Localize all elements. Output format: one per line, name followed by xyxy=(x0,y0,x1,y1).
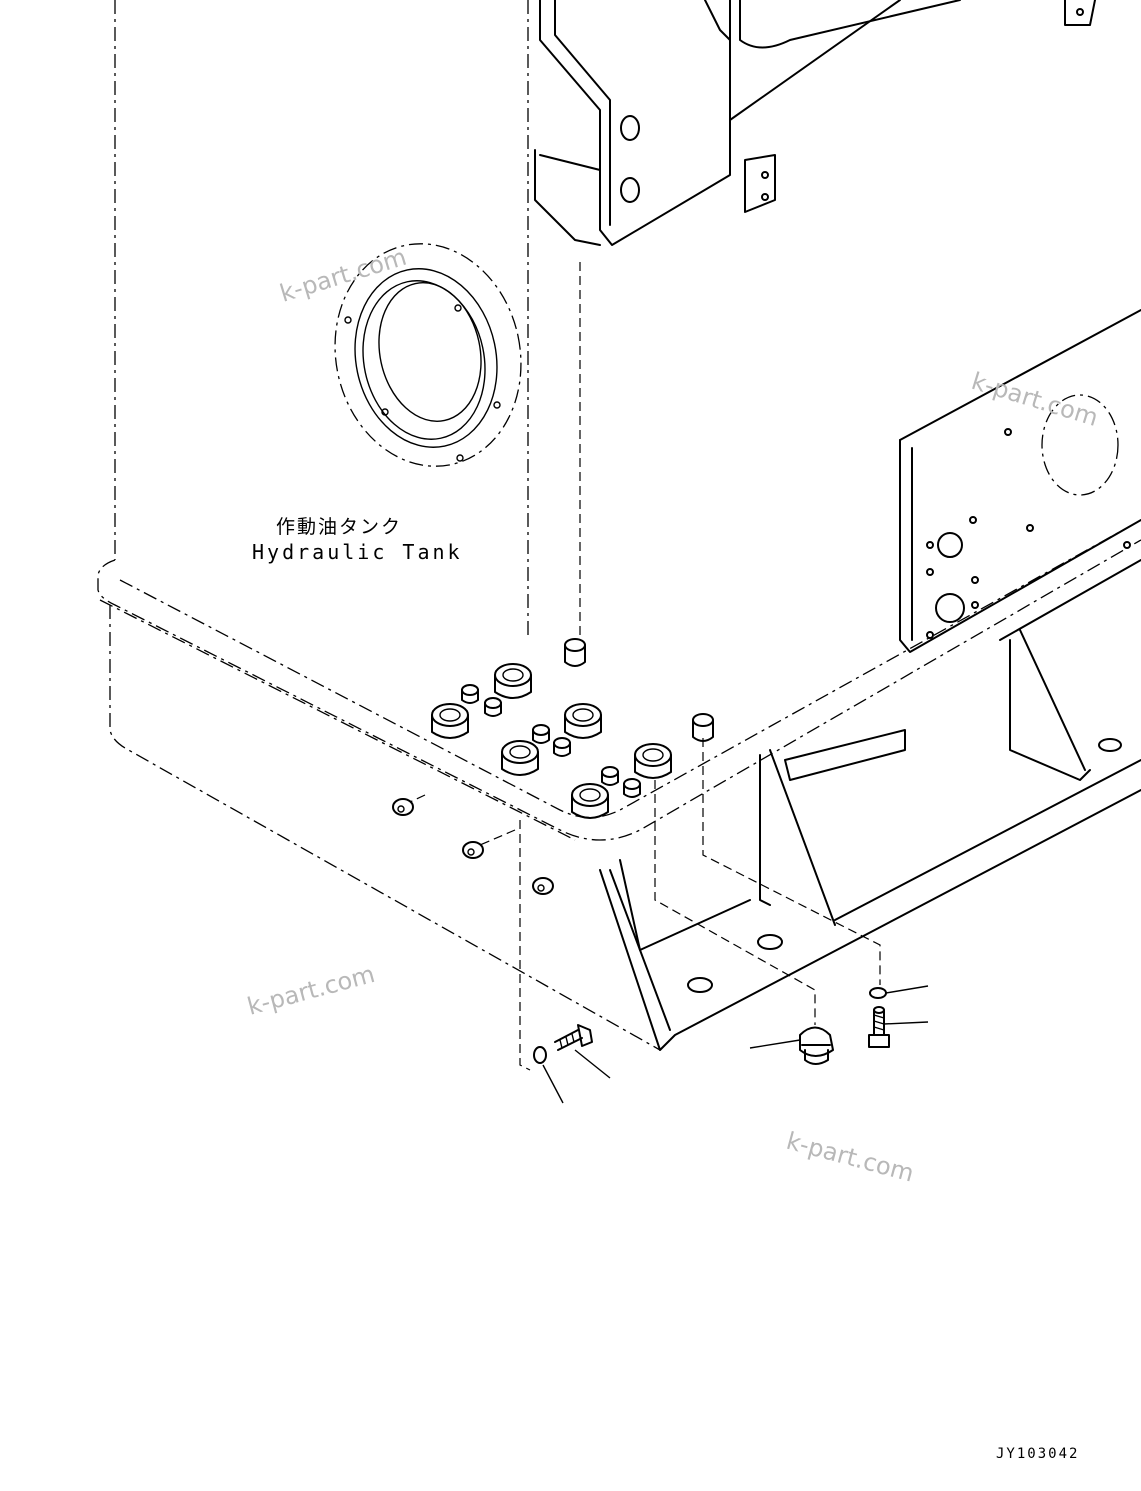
spacer xyxy=(564,703,602,739)
right-side-plate xyxy=(899,309,1141,653)
spacer xyxy=(461,684,479,704)
spacer xyxy=(692,713,714,742)
spacer xyxy=(634,743,672,779)
bolt-washer-left xyxy=(533,1024,611,1104)
spacer xyxy=(532,877,554,895)
bolt-washer-right xyxy=(868,985,929,1048)
spacer xyxy=(571,783,609,819)
watermark: k-part.com xyxy=(783,1127,916,1188)
spacer xyxy=(564,638,586,667)
drawing-id: JY103042 xyxy=(996,1446,1080,1462)
spacer xyxy=(553,737,571,757)
spacer xyxy=(601,766,619,786)
hydraulic-tank-outline xyxy=(97,0,1141,1051)
spacer xyxy=(494,663,532,699)
mounting-spacers xyxy=(392,638,714,895)
lower-frame xyxy=(599,559,1141,1051)
spacer xyxy=(484,697,502,717)
spacer xyxy=(462,841,484,859)
drain-plug xyxy=(749,1026,834,1065)
spacer xyxy=(501,740,539,776)
spacer xyxy=(431,703,469,739)
tank-label-japanese: 作動油タンク xyxy=(276,516,403,538)
upper-frame-bracket xyxy=(534,0,1096,246)
spacer xyxy=(623,778,641,798)
watermark: k-part.com xyxy=(968,367,1101,432)
tank-label-english: Hydraulic Tank xyxy=(252,540,463,564)
watermark: k-part.com xyxy=(277,243,410,308)
tank-flange-phantom xyxy=(334,243,522,467)
assembly-guide-lines xyxy=(409,262,881,1071)
watermarks: k-part.com k-part.com k-part.com k-part.… xyxy=(244,243,1101,1188)
spacer xyxy=(532,724,550,744)
spacer xyxy=(392,798,414,816)
watermark: k-part.com xyxy=(244,960,377,1021)
